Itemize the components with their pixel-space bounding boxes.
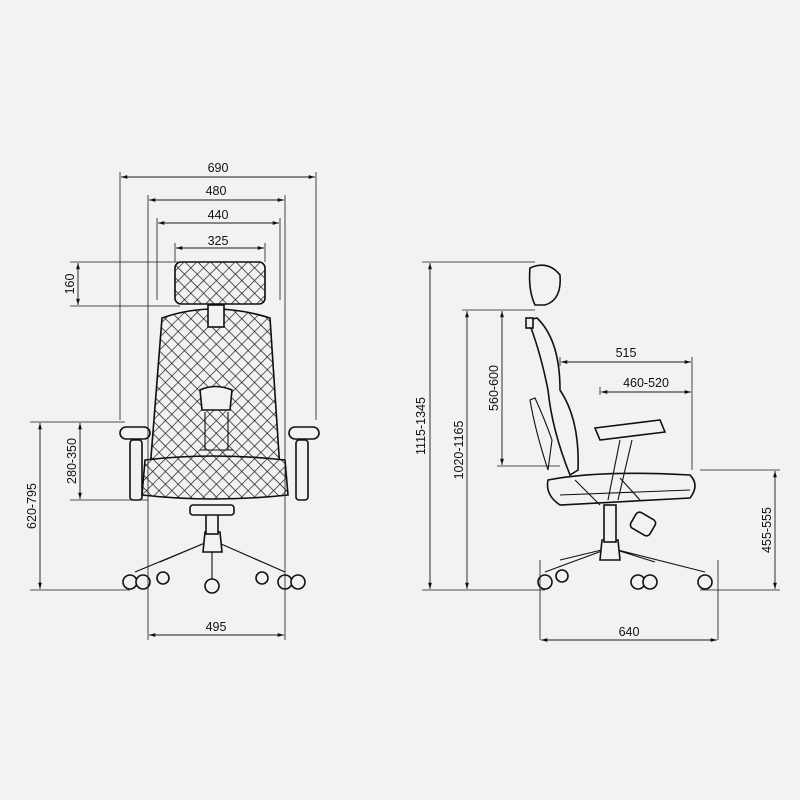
side-headrest (528, 264, 562, 306)
label-seat-depth: 515 (616, 346, 637, 360)
side-dimensions: 1115-1345 1020-1165 560-600 515 460-520 … (414, 261, 780, 642)
label-total-height: 1115-1345 (414, 397, 428, 455)
side-seat-frame (559, 477, 691, 506)
side-armrest-post (607, 439, 633, 501)
label-seat-height: 455-555 (760, 507, 774, 553)
label-seat-width: 440 (208, 208, 229, 222)
label-armrest-above-seat: 280-350 (65, 438, 79, 484)
right-armrest-post (295, 439, 309, 501)
label-seat-depth-range: 460-520 (623, 376, 669, 390)
front-headrest (174, 261, 266, 305)
side-casters (537, 569, 713, 590)
side-base-legs (544, 547, 706, 573)
front-base-legs (134, 539, 286, 588)
label-headrest-width: 325 (208, 234, 229, 248)
front-lumbar (199, 385, 233, 411)
side-armrest-pad (593, 419, 667, 441)
front-chair-drawing (119, 261, 320, 594)
front-mechanism (189, 504, 235, 516)
side-gas-lift (603, 504, 617, 543)
label-base-width: 495 (206, 620, 227, 634)
label-headrest-height: 160 (63, 274, 77, 295)
front-headrest-stem (207, 304, 225, 328)
side-base-hub (599, 539, 621, 561)
side-chair-drawing (525, 264, 713, 590)
side-lumbar (529, 397, 553, 471)
side-headrest-clip (525, 317, 534, 329)
side-backrest (526, 317, 579, 477)
label-backrest-above-seat: 560-600 (487, 365, 501, 411)
label-armrest-height: 620-795 (25, 483, 39, 529)
left-armrest-pad (119, 426, 151, 440)
label-total-width: 690 (208, 161, 229, 175)
front-dimensions: 690 480 440 325 160 620-795 280-350 495 (25, 161, 317, 640)
side-seat (546, 472, 696, 506)
label-backrest-width: 480 (206, 184, 227, 198)
front-base-hub (202, 531, 223, 553)
right-armrest-pad (288, 426, 320, 440)
front-lumbar-frame (200, 412, 233, 451)
side-tilt-knob (629, 511, 657, 537)
front-casters (122, 571, 306, 594)
label-backrest-height: 1020-1165 (452, 421, 466, 480)
label-base-depth: 640 (619, 625, 640, 639)
left-armrest-post (129, 439, 143, 501)
front-seat (141, 455, 289, 500)
